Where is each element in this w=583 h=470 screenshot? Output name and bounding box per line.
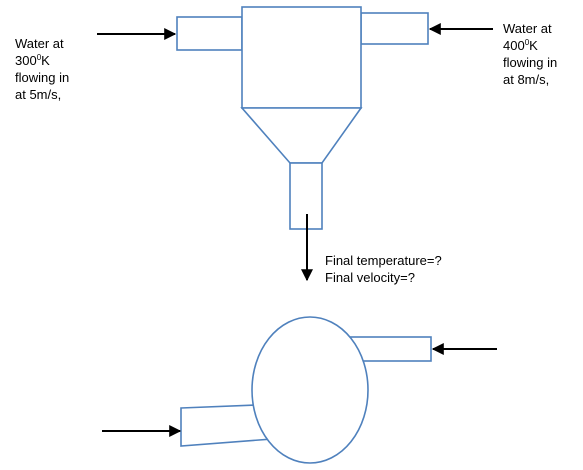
lower-chamber-body bbox=[251, 316, 369, 464]
right-inlet-label: Water at 4000K flowing in at 8m/s, bbox=[503, 20, 557, 88]
right-inlet-line1: Water at bbox=[503, 21, 552, 36]
upper-chamber-funnel bbox=[240, 107, 363, 164]
right-inlet-line3: flowing in bbox=[503, 55, 558, 70]
left-inlet-temperature: 3000K bbox=[15, 53, 50, 68]
lower-right-inlet-pipe bbox=[339, 336, 432, 362]
upper-chamber-body bbox=[241, 6, 362, 109]
right-inlet-velocity: at 8m/s, bbox=[503, 72, 550, 87]
left-inlet-line3: flowing in bbox=[15, 70, 70, 85]
left-inlet-line1: Water at bbox=[15, 36, 64, 51]
outlet-label: Final temperature=? Final velocity=? bbox=[325, 252, 442, 286]
left-inlet-label: Water at 3000K flowing in at 5m/s, bbox=[15, 35, 69, 103]
left-inlet-velocity: at 5m/s, bbox=[15, 87, 62, 102]
upper-left-inlet-pipe bbox=[176, 16, 243, 51]
final-temperature-question: Final temperature=? bbox=[325, 253, 442, 268]
upper-right-inlet-pipe bbox=[360, 12, 429, 45]
right-inlet-temperature: 4000K bbox=[503, 38, 538, 53]
final-velocity-question: Final velocity=? bbox=[325, 270, 415, 285]
